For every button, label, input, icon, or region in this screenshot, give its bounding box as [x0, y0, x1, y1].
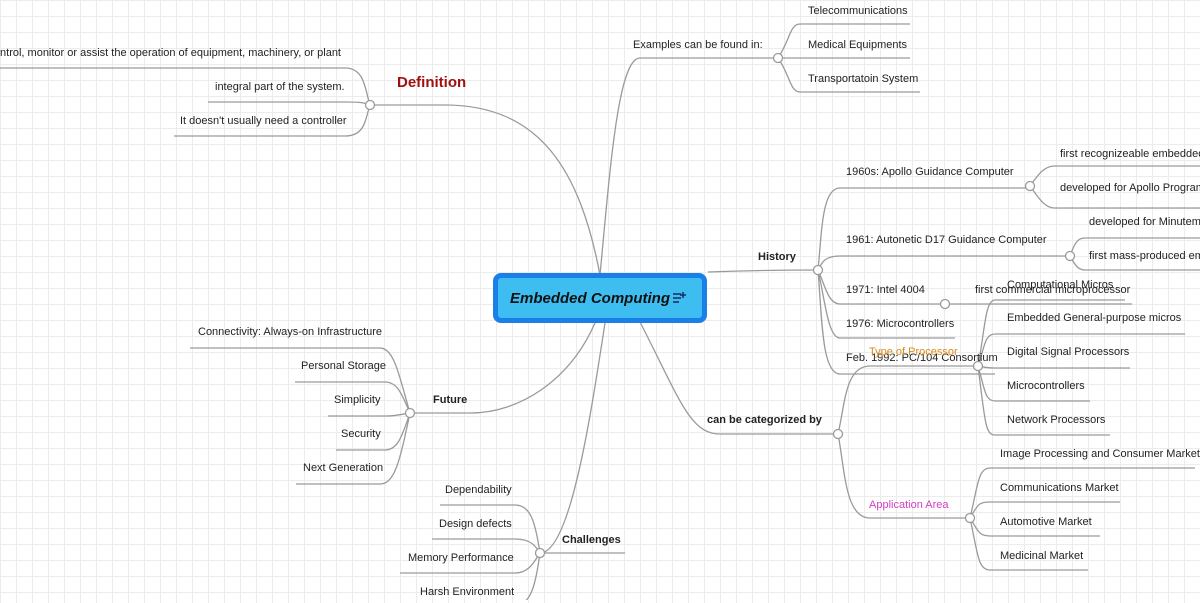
apollo-child-2[interactable]: developed for Apollo Program — [1060, 182, 1200, 194]
examples-item-3[interactable]: Transportatoin System — [808, 73, 919, 85]
categorized-title[interactable]: can be categorized by — [707, 414, 822, 426]
application-area-title[interactable]: Application Area — [869, 499, 949, 511]
challenges-collapse-knob[interactable] — [534, 547, 546, 559]
definition-item-2[interactable]: integral part of the system. — [215, 81, 345, 93]
future-title[interactable]: Future — [433, 394, 468, 406]
history-title[interactable]: History — [758, 251, 796, 263]
examples-item-1[interactable]: Telecommunications — [808, 5, 908, 17]
future-collapse-knob[interactable] — [404, 407, 416, 419]
root-topic[interactable]: Embedded Computing — [493, 273, 707, 323]
challenges-item-3[interactable]: Memory Performance — [408, 552, 514, 564]
definition-item-1[interactable]: control, monitor or assist the operation… — [0, 47, 341, 59]
future-item-5[interactable]: Next Generation — [303, 462, 384, 474]
history-item-1[interactable]: 1960s: Apollo Guidance Computer — [846, 166, 1014, 178]
definition-item-3[interactable]: It doesn't usually need a controller — [180, 115, 347, 127]
intel-collapse-knob[interactable] — [939, 298, 951, 310]
examples-collapse-knob[interactable] — [772, 52, 784, 64]
application-item-4[interactable]: Medicinal Market — [1000, 550, 1084, 562]
processor-item-1[interactable]: Computational Micros — [1007, 279, 1114, 291]
processor-item-5[interactable]: Network Processors — [1007, 414, 1106, 426]
future-item-3[interactable]: Simplicity — [334, 394, 381, 406]
future-item-4[interactable]: Security — [341, 428, 381, 440]
processor-item-2[interactable]: Embedded General-purpose micros — [1007, 312, 1182, 324]
autonetic-child-1[interactable]: developed for Minuteman — [1089, 216, 1200, 228]
future-item-2[interactable]: Personal Storage — [301, 360, 386, 372]
history-item-3[interactable]: 1971: Intel 4004 — [846, 284, 925, 296]
history-item-5[interactable]: Feb. 1992: PC/104 Consortium — [846, 352, 998, 364]
challenges-item-2[interactable]: Design defects — [439, 518, 512, 530]
processor-item-4[interactable]: Microcontrollers — [1007, 380, 1085, 392]
application-item-2[interactable]: Communications Market — [1000, 482, 1119, 494]
processor-item-3[interactable]: Digital Signal Processors — [1007, 346, 1130, 358]
challenges-item-4[interactable]: Harsh Environment — [420, 586, 515, 598]
categorized-collapse-knob[interactable] — [832, 428, 844, 440]
examples-title[interactable]: Examples can be found in: — [633, 39, 763, 51]
root-topic-label: Embedded Computing — [510, 289, 670, 307]
application-item-3[interactable]: Automotive Market — [1000, 516, 1092, 528]
type-of-processor-title[interactable]: Type of Processor — [869, 346, 958, 358]
autonetic-child-2[interactable]: first mass-produced em — [1089, 250, 1200, 262]
apollo-child-1[interactable]: first recognizeable embedded — [1060, 148, 1200, 160]
application-item-1[interactable]: Image Processing and Consumer Market — [1000, 448, 1200, 460]
notes-icon[interactable] — [672, 291, 686, 305]
application-area-collapse-knob[interactable] — [964, 512, 976, 524]
apollo-collapse-knob[interactable] — [1024, 180, 1036, 192]
challenges-title[interactable]: Challenges — [562, 534, 621, 546]
history-item-2[interactable]: 1961: Autonetic D17 Guidance Computer — [846, 234, 1047, 246]
type-of-processor-collapse-knob[interactable] — [972, 360, 984, 372]
autonetic-collapse-knob[interactable] — [1064, 250, 1076, 262]
intel-child[interactable]: first commercial microprocessor — [975, 284, 1131, 296]
examples-item-2[interactable]: Medical Equipments — [808, 39, 908, 51]
definition-title[interactable]: Definition — [397, 74, 467, 91]
future-item-1[interactable]: Connectivity: Always-on Infrastructure — [198, 326, 383, 338]
history-collapse-knob[interactable] — [812, 264, 824, 276]
challenges-item-1[interactable]: Dependability — [445, 484, 512, 496]
definition-collapse-knob[interactable] — [364, 99, 376, 111]
history-item-4[interactable]: 1976: Microcontrollers — [846, 318, 955, 330]
